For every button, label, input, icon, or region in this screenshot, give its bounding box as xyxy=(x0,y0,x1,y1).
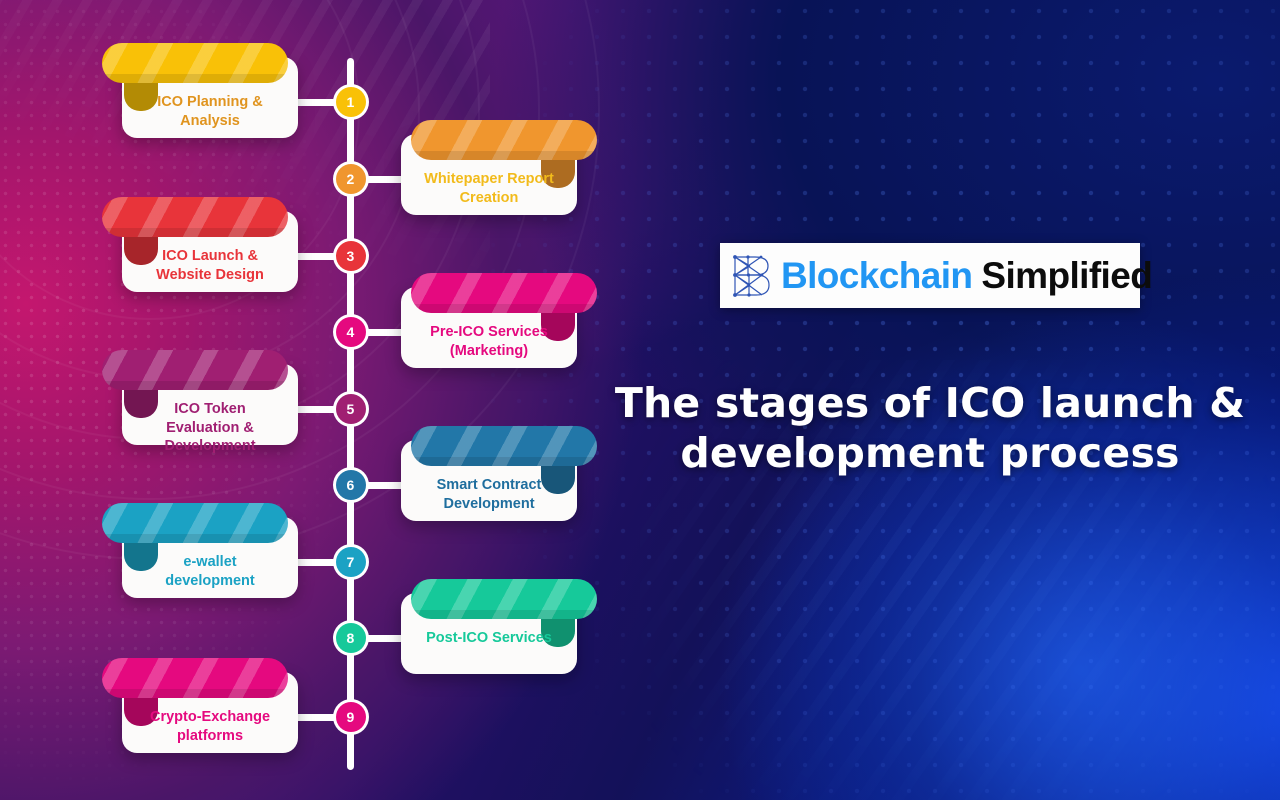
timeline-node-8[interactable]: 8 xyxy=(332,620,369,656)
ribbon-sheen-1 xyxy=(102,43,288,83)
card-label-5: ICO Token Evaluation & Development xyxy=(164,401,256,455)
card-notch-3 xyxy=(280,237,299,267)
card-ribbon-3 xyxy=(102,197,288,237)
timeline-card-2[interactable]: Whitepaper Report Creation xyxy=(401,120,597,215)
timeline-node-9[interactable]: 9 xyxy=(332,699,369,735)
ribbon-shadow-7 xyxy=(102,534,288,543)
ribbon-shadow-2 xyxy=(411,151,597,160)
timeline-connector-3 xyxy=(292,252,351,260)
ribbon-sheen-3 xyxy=(102,197,288,237)
card-label-6: Smart Contract Development xyxy=(436,477,542,512)
card-ribbon-5 xyxy=(102,350,288,390)
timeline-node-4[interactable]: 4 xyxy=(332,314,369,350)
logo-word-secondary: Simplified xyxy=(981,254,1153,296)
timeline-connector-5 xyxy=(292,405,351,413)
timeline-card-3[interactable]: ICO Launch & Website Design xyxy=(102,197,299,292)
card-label-9: Crypto-Exchange platforms xyxy=(149,709,271,744)
ribbon-shadow-6 xyxy=(411,457,597,466)
timeline-node-number-5: 5 xyxy=(335,394,366,424)
card-notch-9 xyxy=(280,698,299,728)
background-blue-glow xyxy=(700,320,1280,800)
timeline-card-8[interactable]: Post-ICO Services xyxy=(401,579,597,674)
card-label-8: Post-ICO Services xyxy=(426,630,552,646)
timeline-connector-9 xyxy=(292,713,351,721)
ribbon-sheen-6 xyxy=(411,426,597,466)
timeline-node-number-1: 1 xyxy=(335,87,366,117)
timeline-node-number-7: 7 xyxy=(335,547,366,577)
card-label-4: Pre-ICO Services (Marketing) xyxy=(430,324,548,359)
timeline-connector-8 xyxy=(350,634,407,642)
timeline-node-6[interactable]: 6 xyxy=(332,467,369,503)
card-ribbon-8 xyxy=(411,579,597,619)
ribbon-sheen-4 xyxy=(411,273,597,313)
timeline-node-number-8: 8 xyxy=(335,623,366,653)
ribbon-sheen-5 xyxy=(102,350,288,390)
timeline-connector-1 xyxy=(292,98,351,106)
timeline-node-number-4: 4 xyxy=(335,317,366,347)
timeline-connector-7 xyxy=(292,558,351,566)
timeline-node-7[interactable]: 7 xyxy=(332,544,369,580)
timeline-node-number-2: 2 xyxy=(335,164,366,194)
card-ribbon-4 xyxy=(411,273,597,313)
ribbon-shadow-3 xyxy=(102,228,288,237)
timeline-card-7[interactable]: e-wallet development xyxy=(102,503,299,598)
ribbon-sheen-9 xyxy=(102,658,288,698)
ribbon-shadow-8 xyxy=(411,610,597,619)
timeline-card-9[interactable]: Crypto-Exchange platforms xyxy=(102,658,299,753)
card-ribbon-1 xyxy=(102,43,288,83)
timeline-connector-4 xyxy=(350,328,407,336)
ribbon-sheen-7 xyxy=(102,503,288,543)
timeline-node-1[interactable]: 1 xyxy=(332,84,369,120)
card-notch-5 xyxy=(280,390,299,420)
card-label-7: e-wallet development xyxy=(165,554,255,589)
ribbon-sheen-2 xyxy=(411,120,597,160)
ribbon-shadow-1 xyxy=(102,74,288,83)
timeline-card-4[interactable]: Pre-ICO Services (Marketing) xyxy=(401,273,597,368)
card-notch-7 xyxy=(280,543,299,573)
timeline-connector-2 xyxy=(350,175,407,183)
card-ribbon-7 xyxy=(102,503,288,543)
card-notch-1 xyxy=(280,83,299,113)
card-ribbon-2 xyxy=(411,120,597,160)
timeline-card-1[interactable]: ICO Planning & Analysis xyxy=(102,43,299,138)
ribbon-sheen-8 xyxy=(411,579,597,619)
card-label-2: Whitepaper Report Creation xyxy=(424,171,554,206)
timeline-node-number-6: 6 xyxy=(335,470,366,500)
timeline-node-2[interactable]: 2 xyxy=(332,161,369,197)
card-label-3: ICO Launch & Website Design xyxy=(156,248,264,283)
timeline-connector-6 xyxy=(350,481,407,489)
ribbon-shadow-5 xyxy=(102,381,288,390)
timeline-node-5[interactable]: 5 xyxy=(332,391,369,427)
logo-word-primary: Blockchain xyxy=(781,254,973,296)
timeline-card-5[interactable]: ICO Token Evaluation & Development xyxy=(102,350,299,454)
blockchain-network-b-icon xyxy=(733,254,770,297)
timeline-card-6[interactable]: Smart Contract Development xyxy=(401,426,597,521)
card-ribbon-9 xyxy=(102,658,288,698)
card-label-1: ICO Planning & Analysis xyxy=(157,94,263,129)
ribbon-shadow-4 xyxy=(411,304,597,313)
timeline-node-number-9: 9 xyxy=(335,702,366,732)
timeline-node-3[interactable]: 3 xyxy=(332,238,369,274)
page-title: The stages of ICO launch & development p… xyxy=(614,379,1246,478)
timeline-node-number-3: 3 xyxy=(335,241,366,271)
ribbon-shadow-9 xyxy=(102,689,288,698)
card-ribbon-6 xyxy=(411,426,597,466)
